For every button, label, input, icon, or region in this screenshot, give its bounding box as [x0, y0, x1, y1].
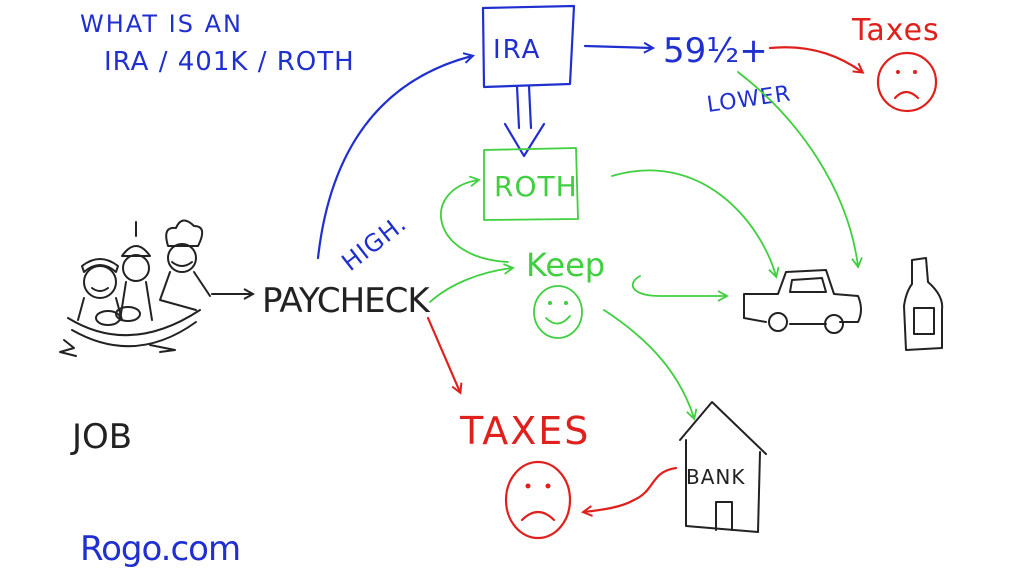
bank-icon: BANK — [679, 401, 767, 533]
paycheck-label: PAYCHECK — [262, 281, 431, 321]
bottle-icon — [903, 257, 944, 351]
paycheck-to-ira-arrow — [316, 56, 472, 260]
job-label: JOB — [70, 417, 132, 457]
workers-in-boat-illustration — [59, 219, 211, 357]
ira-label: IRA — [493, 35, 541, 65]
keep-to-bank-arrow — [603, 309, 698, 421]
taxes-top-label: Taxes — [851, 13, 940, 48]
car-icon — [743, 269, 862, 334]
title-line-1: WHAT IS AN — [80, 10, 243, 38]
age-to-bottle-arrow — [737, 71, 863, 269]
roth-label: ROTH — [494, 170, 578, 203]
roth-node: ROTH — [483, 147, 579, 221]
bank-to-taxes-arrow — [584, 466, 678, 512]
ira-to-age-arrow — [583, 46, 652, 48]
ira-to-roth-arrow — [503, 84, 546, 158]
bank-label: BANK — [686, 465, 745, 489]
title-line-2: IRA / 401K / ROTH — [104, 47, 355, 77]
keep-to-car-arrow — [631, 275, 729, 302]
age-to-taxes-arrow — [768, 46, 862, 72]
paycheck-to-keep-arrow — [429, 263, 515, 303]
high-label: HIGH. — [336, 209, 412, 277]
footer-brand-label: Rogo.com — [80, 529, 240, 569]
lower-label: LOWER — [705, 81, 792, 118]
age-label: 59½+ — [663, 31, 768, 71]
sad-face-icon — [876, 51, 938, 113]
smiley-face-icon — [533, 285, 583, 339]
roth-to-car-arrow — [611, 169, 780, 279]
keep-to-roth-arrow — [440, 175, 509, 263]
sad-face-icon — [504, 460, 572, 540]
paycheck-to-taxes-arrow — [426, 316, 460, 392]
keep-label: Keep — [526, 246, 605, 284]
ira-node: IRA — [481, 4, 576, 89]
taxes-bottom-label: TAXES — [459, 409, 590, 453]
